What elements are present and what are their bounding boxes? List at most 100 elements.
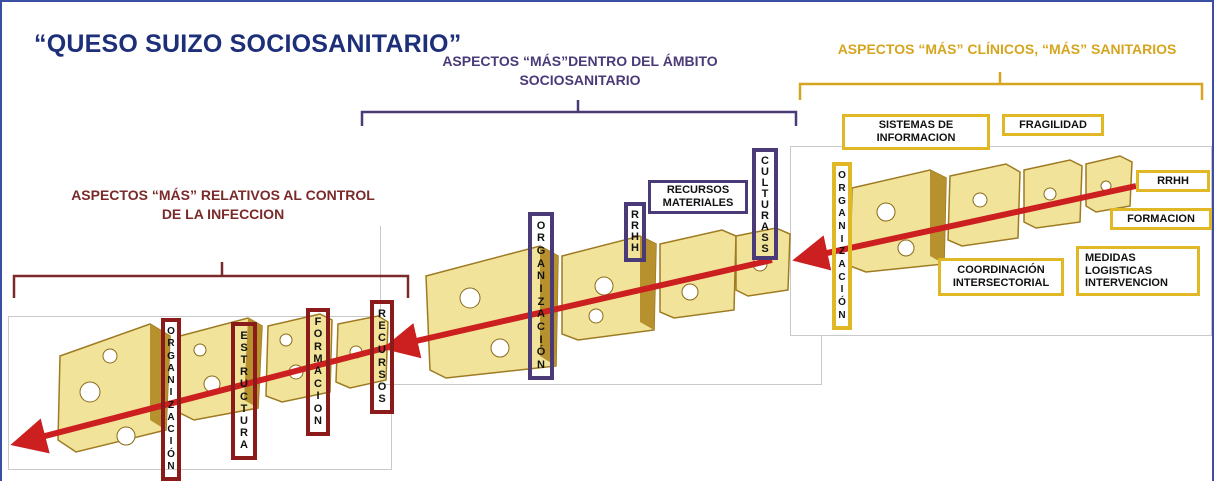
box-recursos-line2: MATERIALES <box>662 197 734 209</box>
cheese-slice <box>930 170 946 264</box>
vertical-letter: Z <box>838 246 846 258</box>
vertical-letter: S <box>761 243 769 255</box>
vertical-letter: R <box>378 356 386 369</box>
vertical-letter: N <box>537 359 545 372</box>
group-label-clinicos: ASPECTOS “MÁS” CLÍNICOS, “MÁS” SANITARIO… <box>837 41 1177 57</box>
vertical-letter: G <box>536 245 546 258</box>
vertical-letter: A <box>838 208 846 220</box>
bracket-clinicos <box>798 72 1204 100</box>
box-recursos-materiales: RECURSOS MATERIALES <box>648 180 748 214</box>
arrow-left <box>10 341 401 454</box>
vertical-letter: R <box>631 220 639 232</box>
vertical-letter: U <box>240 378 248 391</box>
cheese-slices-left <box>57 313 389 453</box>
group-label-control: ASPECTOS “MÁS” RELATIVOS AL CONTROL DE L… <box>28 186 418 224</box>
vertical-letter: C <box>314 377 322 390</box>
vertical-letter: R <box>838 182 846 194</box>
vertical-letter: A <box>537 257 545 270</box>
vertical-letter: A <box>537 308 545 321</box>
vertical-letter: Ó <box>838 296 846 308</box>
vertical-letter: G <box>167 350 175 362</box>
vertical-letter: R <box>240 366 248 379</box>
group-label-control-line1: ASPECTOS “MÁS” RELATIVOS AL CONTROL <box>71 187 375 203</box>
vertical-letter: C <box>537 321 545 334</box>
box-medidas-line1: MEDIDAS <box>1085 252 1136 265</box>
vertical-letter: U <box>761 166 769 178</box>
vertical-letter: N <box>167 460 175 472</box>
arrow-right <box>792 183 1137 271</box>
vertical-letter: A <box>761 221 769 233</box>
vertical-letter: M <box>313 353 323 366</box>
group-label-sociosanitario-line1: ASPECTOS “MÁS”DENTRO DEL ÁMBITO <box>442 53 718 69</box>
vertical-letter: R <box>761 210 769 222</box>
vertical-letter: O <box>313 402 323 415</box>
vertical-letter: N <box>537 270 545 283</box>
vertical-letter: C <box>167 424 175 436</box>
arrow-middle <box>382 257 773 359</box>
vertical-letter: U <box>240 414 248 427</box>
box-medidas-line3: INTERVENCION <box>1085 277 1168 290</box>
vertical-letter: R <box>314 340 322 353</box>
vertical-letter: I <box>840 233 844 245</box>
vertical-letter: T <box>240 353 248 366</box>
vertical-letter: N <box>838 309 846 321</box>
vertical-letter: Ó <box>167 448 175 460</box>
vertical-letter: U <box>378 344 386 357</box>
group-label-sociosanitario: ASPECTOS “MÁS”DENTRO DEL ÁMBITO SOCIOSAN… <box>390 52 770 90</box>
vertical-letter: Z <box>537 295 545 308</box>
vertical-letter: N <box>838 220 846 232</box>
vertical-letter: E <box>378 319 386 332</box>
vertical-letter: A <box>314 365 322 378</box>
vertical-letter: R <box>537 232 545 245</box>
vertical-letter: I <box>840 284 844 296</box>
box-recursos-line1: RECURSOS <box>666 184 730 197</box>
vertical-letter: A <box>167 362 175 374</box>
box-coordinacion-intersectorial: COORDINACIÓN INTERSECTORIAL <box>938 258 1064 296</box>
vertical-letter: C <box>240 390 248 403</box>
vertical-letter: T <box>240 402 248 415</box>
vertical-letter: H <box>631 242 639 254</box>
page-title: “QUESO SUIZO SOCIOSANITARIO” <box>34 30 462 58</box>
vertical-letter: S <box>378 368 386 381</box>
vertical-letter: S <box>761 232 769 244</box>
box-rrhh: RRHH <box>1136 170 1210 192</box>
vertical-letter: U <box>761 199 769 211</box>
vertical-letter: N <box>314 415 322 428</box>
vertical-letter: R <box>378 307 386 320</box>
vertical-letter: I <box>169 436 173 448</box>
vertical-letter: O <box>377 381 387 394</box>
vertical-letter: O <box>313 328 323 341</box>
vertical-letter: R <box>240 427 248 440</box>
vertical-letter: O <box>167 326 175 338</box>
vertical-letter: R <box>631 209 639 221</box>
vertical-letter: A <box>240 439 248 452</box>
vertical-letter: C <box>378 332 386 345</box>
box-medidas-line2: LOGISTICAS <box>1085 264 1153 277</box>
vertical-letter: H <box>631 231 639 243</box>
vertical-letter: C <box>838 271 846 283</box>
vertical-letter: R <box>167 338 175 350</box>
vertical-letter: N <box>167 375 175 387</box>
vertical-letter: A <box>838 258 846 270</box>
vertical-letter: S <box>378 393 386 406</box>
box-formacion: FORMACION <box>1110 208 1212 230</box>
cheese-slices-middle <box>425 227 791 379</box>
bracket-sociosanitario <box>360 100 798 126</box>
vertical-letter: O <box>536 219 546 232</box>
vertical-letter: O <box>838 170 846 182</box>
box-coordinacion-line2: INTERSECTORIAL <box>952 277 1050 289</box>
box-sistemas-line1: SISTEMAS DE <box>878 119 954 132</box>
vertical-letter: Ó <box>536 346 546 359</box>
group-label-sociosanitario-line2: SOCIOSANITARIO <box>519 71 641 88</box>
vertical-letter: Z <box>167 399 175 411</box>
vertical-letter: I <box>539 283 543 296</box>
